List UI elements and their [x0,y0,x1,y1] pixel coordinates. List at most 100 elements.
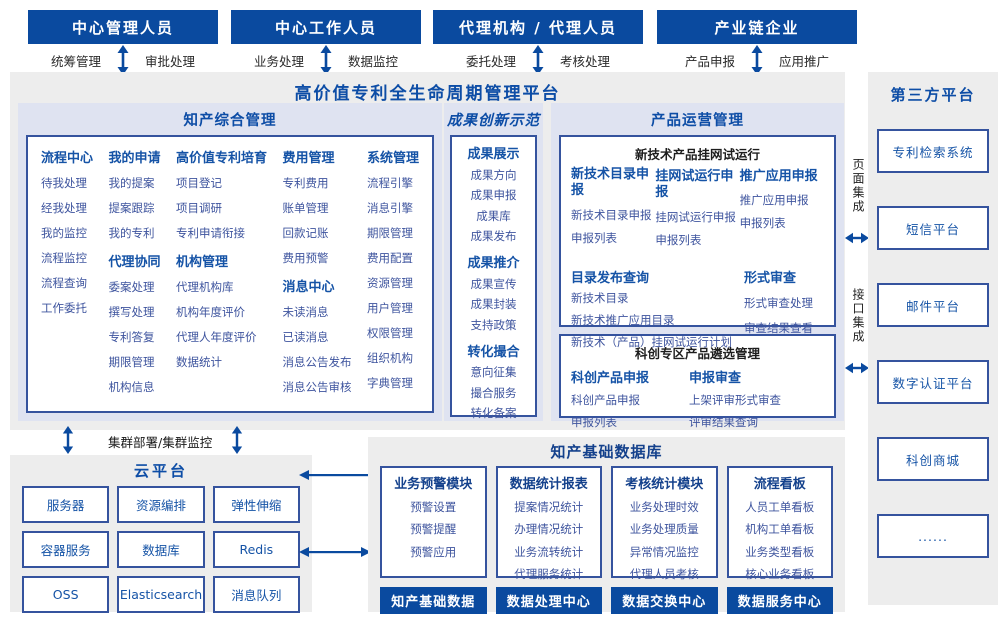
menu-item: 撰写处理 [108,305,155,319]
menu-item: 消息公告审核 [282,380,352,394]
vertical-double-arrow-icon [532,45,544,75]
ip-database-panel: 知产基础数据库 业务预警模块 预警设置预警提醒预警应用 数据统计报表 提案情况统… [368,437,845,614]
menu-item: 成果库 [476,208,511,223]
menu-item: 预警应用 [410,544,457,559]
vertical-double-arrow-icon [62,426,74,454]
column-my-applications: 我的申请 我的提案提案跟踪我的专利 代理协同 委案处理撰写处理专利答复期限管理机… [109,145,161,403]
group-items: 委案处理撰写处理专利答复期限管理机构信息 [109,279,161,395]
actor-roles: 统筹管理 审批处理 [28,45,218,75]
third-party-panel: 第三方平台 专利检索系统短信平台邮件平台数字认证平台科创商城...... [868,72,998,605]
group-items: 我的提案提案跟踪我的专利 [109,175,161,241]
database-center-button: 数据处理中心 [495,587,602,614]
cloud-service-box: 数据库 [117,531,205,568]
module-header: 数据统计报表 [509,477,588,492]
group-items: 专利费用账单管理回款记账费用预警 [283,175,352,266]
menu-item: 核心业务看板 [745,567,815,581]
menu-item: 费用配置 [366,251,413,265]
module-assessment: 考核统计模块 业务处理时效业务处理质量异常情况监控代理人员考核 [611,466,718,581]
role-label: 审批处理 [145,54,196,69]
role-label: 考核处理 [560,54,611,69]
group-header: 代理协同 [108,255,161,270]
menu-item: 成果发布 [470,229,517,243]
menu-item: 办理情况统计 [514,522,584,536]
module-warning: 业务预警模块 预警设置预警提醒预警应用 [380,466,487,578]
menu-item: 业务处理质量 [629,522,699,536]
cloud-service-box: 弹性伸缩 [212,486,300,523]
cloud-title: 云平台 [133,462,188,480]
platform-title: 高价值专利全生命周期管理平台 [294,84,561,104]
menu-item: 审查结果查看 [744,320,813,335]
cloud-service-box: 容器服务 [22,531,110,568]
menu-item: 申报列表 [571,415,617,429]
menu-item: 我的专利 [108,226,155,240]
ip-management-box: 流程中心 待我处理经我处理我的监控流程监控流程查询工作委托 我的申请 我的提案提… [26,135,434,413]
trial-run-box: 新技术产品挂网试运行 新技术目录申报 新技术目录申报申报列表 挂网试运行申报 挂… [559,135,836,349]
actor-title: 产业链企业 [657,10,857,44]
group-items: 成果方向成果申报成果库成果发布 [456,167,531,245]
group-items: 形式审查处理审查结果查看 [744,295,824,336]
menu-item: 代理服务统计 [514,567,584,581]
menu-item: 组织机构 [366,351,413,365]
menu-item: 预警提醒 [410,522,457,536]
menu-item: 成果宣传 [470,276,517,291]
menu-item: 成果申报 [470,188,517,202]
menu-item: 成果方向 [470,167,517,182]
menu-item: 专利申请衔接 [176,226,245,240]
menu-item: 预警设置 [410,499,457,514]
group-header: 消息中心 [282,280,335,295]
actor-title: 中心管理人员 [28,10,218,44]
group-items: 待我处理经我处理我的监控流程监控流程查询工作委托 [41,175,93,316]
third-party-box: ...... [877,514,989,558]
group-items: 代理机构库机构年度评价代理人年度评价数据统计 [176,279,267,370]
group-header: 机构管理 [176,255,229,270]
menu-item: 提案情况统计 [514,499,584,514]
menu-item: 账单管理 [282,201,329,215]
actor-industry-enterprise: 产业链企业 产品申报 应用推广 [657,10,857,75]
menu-item: 代理人年度评价 [176,330,257,344]
horizontal-double-arrow-icon [845,232,869,244]
menu-item: 形式审查处理 [744,295,813,310]
group-header: 流程中心 [41,151,94,166]
cloud-service-box: Redis [212,531,300,568]
group-header: 成果推介 [467,256,520,271]
group-items: 项目登记项目调研专利申请衔接 [176,175,267,241]
column-system-management: 系统管理 流程引擎消息引擎期限管理费用配置资源管理用户管理权限管理组织机构字典管… [367,145,419,403]
cloud-service-box: 资源编排 [117,486,205,523]
group-items: 推广应用申报申报列表 [740,192,824,231]
actor-roles: 业务处理 数据监控 [231,45,421,75]
group-header: 我的申请 [108,151,161,166]
group-items: 成果宣传成果封装支持政策 [456,276,531,333]
role-label: 统筹管理 [50,54,101,69]
role-label: 产品申报 [684,54,735,69]
menu-item: 机构信息 [108,380,155,394]
horizontal-double-arrow-icon [299,547,371,557]
menu-item: 项目调研 [176,201,222,215]
role-label: 委托处理 [465,54,516,69]
third-party-box: 邮件平台 [877,283,989,327]
vertical-double-arrow-icon [231,426,243,454]
menu-item: 我的监控 [41,226,87,240]
menu-item: 人员工单看板 [745,499,815,514]
group-header: 系统管理 [366,151,419,166]
menu-item: 专利费用 [282,176,329,190]
group-header: 目录发布查询 [571,270,650,286]
menu-item: 机构工单看板 [745,522,815,536]
group-header: 费用管理 [282,151,335,166]
menu-item: 字典管理 [366,376,413,390]
module-header: 考核统计模块 [625,477,704,492]
menu-item: 回款记账 [282,226,329,240]
module-items: 提案情况统计办理情况统计业务流转统计代理服务统计 [498,499,601,583]
cluster-label: 集群部署/集群监控 [108,435,213,450]
group-items: 未读消息已读消息消息公告发布消息公告审核 [283,304,352,395]
role-label: 应用推广 [779,54,830,69]
vertical-double-arrow-icon [320,45,332,75]
third-party-box: 科创商城 [877,437,989,481]
group-header: 挂网试运行申报 [655,169,734,201]
group-items: 挂网试运行申报申报列表 [655,209,739,248]
actor-roles: 委托处理 考核处理 [433,45,643,75]
module-items: 业务处理时效业务处理质量异常情况监控代理人员考核 [613,499,716,583]
menu-item: 科创产品申报 [571,393,640,407]
achievement-box: 成果展示 成果方向成果申报成果库成果发布 成果推介 成果宣传成果封装支持政策 转… [450,135,537,420]
